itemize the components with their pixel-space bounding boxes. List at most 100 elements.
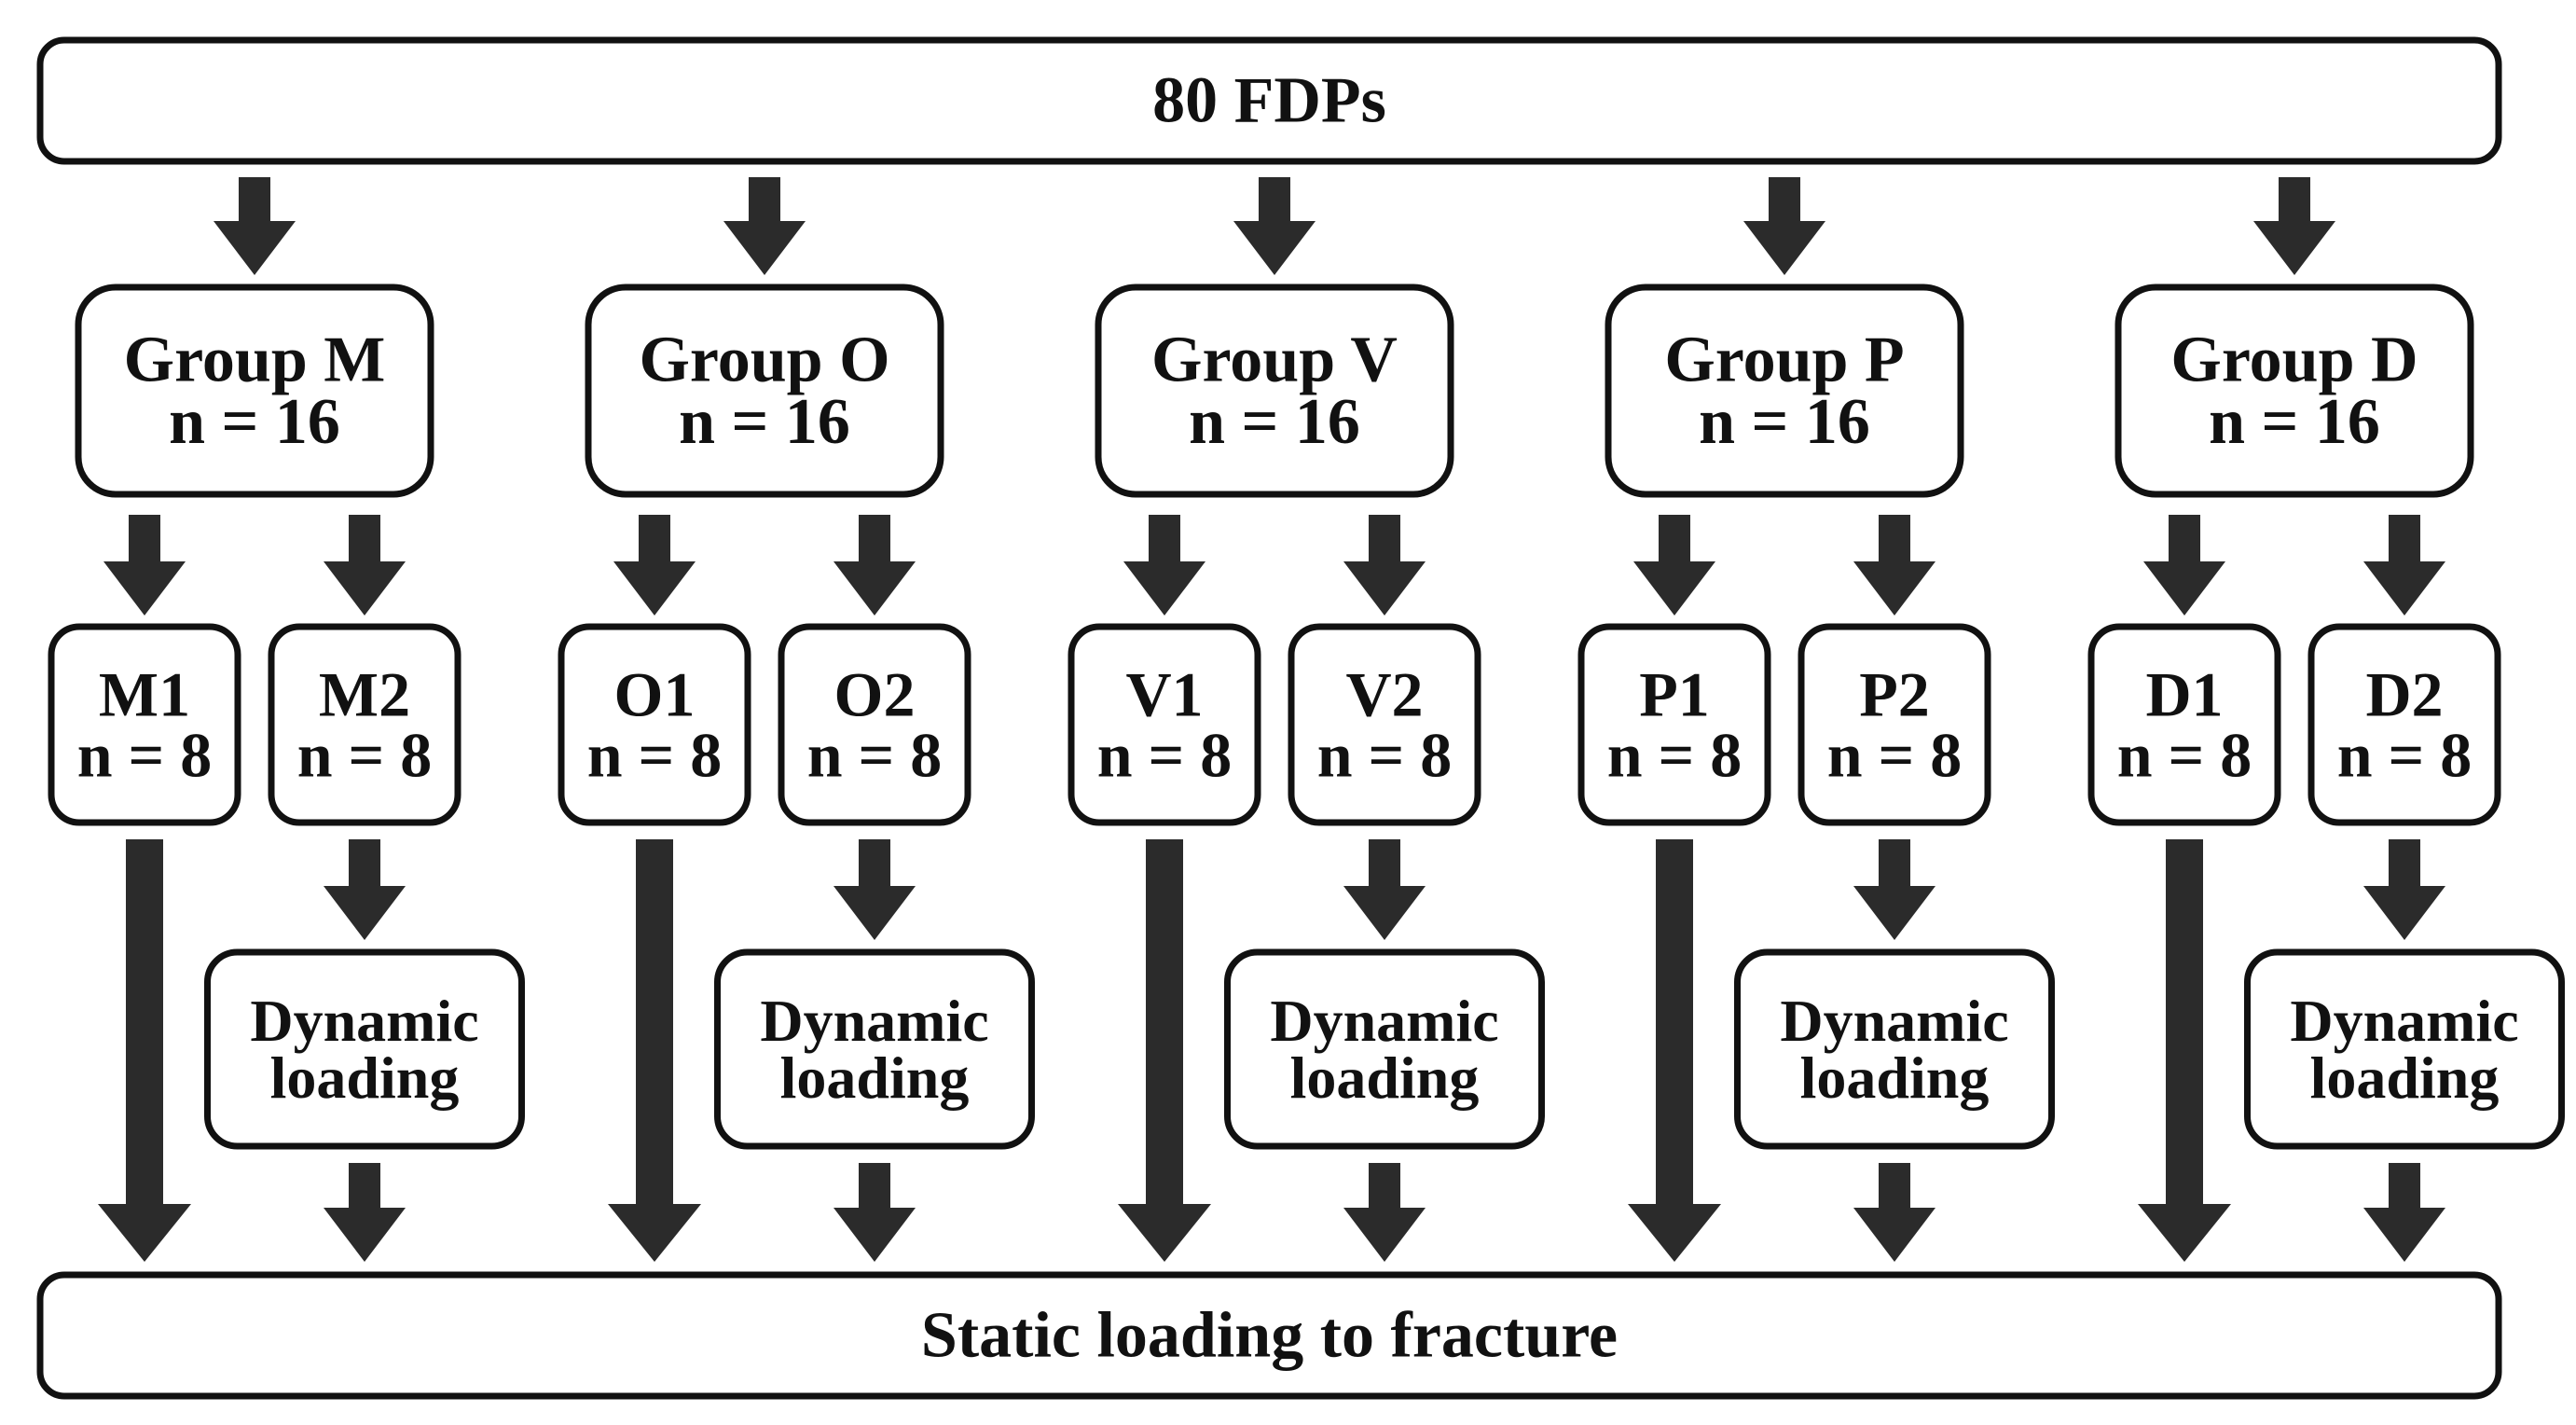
subgroup-m2-box-border: [268, 623, 461, 826]
dynamic-loading-o-box-title: Dynamic: [760, 988, 988, 1054]
arrow-top-to-group-d: [2253, 177, 2335, 275]
dynamic-loading-p-box-border: [1734, 948, 2055, 1150]
arrow-dynamic-d-to-static: [2363, 1163, 2445, 1262]
group-m-box-title: Group M: [124, 324, 386, 395]
arrow-top-to-group-m: [214, 177, 296, 275]
arrow-group-to-d2: [2363, 515, 2445, 616]
subgroup-d1-box-title: D1: [2145, 659, 2223, 730]
dynamic-loading-m-box-count: loading: [270, 1045, 460, 1111]
group-v-box-border: [1095, 284, 1454, 498]
subgroup-p1-box-title: P1: [1639, 659, 1710, 730]
arrow-o1-to-static: [608, 839, 701, 1262]
group-o-box: Group On = 16: [585, 284, 944, 498]
arrow-m2-to-dynamic: [324, 839, 406, 940]
subgroup-d1-box-count: n = 8: [2117, 719, 2252, 790]
dynamic-loading-v-box-border: [1224, 948, 1545, 1150]
bottom-box: Static loading to fracture: [36, 1271, 2502, 1400]
group-o-box-title: Group O: [639, 324, 889, 395]
subgroup-o2-box-title: O2: [834, 659, 916, 730]
arrow-top-to-group-v: [1233, 177, 1316, 275]
group-d-box-border: [2115, 284, 2474, 498]
subgroup-p1-box-border: [1577, 623, 1771, 826]
subgroup-v1-box: V1n = 8: [1068, 623, 1261, 826]
subgroup-d2-box-title: D2: [2365, 659, 2443, 730]
subgroup-d2-box: D2n = 8: [2307, 623, 2501, 826]
arrow-p1-to-static: [1628, 839, 1721, 1262]
top-box-border: [36, 36, 2502, 165]
subgroup-p1-box: P1n = 8: [1577, 623, 1771, 826]
arrow-p2-to-dynamic: [1853, 839, 1935, 940]
subgroup-o2-box: O2n = 8: [778, 623, 971, 826]
subgroup-m1-box-border: [48, 623, 241, 826]
subgroup-o1-box: O1n = 8: [558, 623, 751, 826]
subgroup-v1-box-count: n = 8: [1097, 719, 1233, 790]
dynamic-loading-d-box-title: Dynamic: [2290, 988, 2518, 1054]
arrow-group-to-o1: [613, 515, 696, 616]
group-p-box-border: [1605, 284, 1964, 498]
dynamic-loading-v-box-count: loading: [1290, 1045, 1480, 1111]
group-v-box-count: n = 16: [1189, 386, 1360, 458]
group-m-box: Group Mn = 16: [75, 284, 434, 498]
subgroup-p2-box-count: n = 8: [1827, 719, 1963, 790]
dynamic-loading-p-box-title: Dynamic: [1780, 988, 2008, 1054]
group-d-box-count: n = 16: [2209, 386, 2380, 458]
arrow-group-to-m2: [324, 515, 406, 616]
group-o-box-border: [585, 284, 944, 498]
arrow-v1-to-static: [1118, 839, 1211, 1262]
arrow-group-to-d1: [2143, 515, 2225, 616]
group-m-box-count: n = 16: [169, 386, 340, 458]
bottom-box-border: [36, 1271, 2502, 1400]
subgroup-m1-box-title: M1: [99, 659, 190, 730]
group-p-box: Group Pn = 16: [1605, 284, 1964, 498]
subgroup-p2-box-border: [1798, 623, 1991, 826]
dynamic-loading-m-box-title: Dynamic: [250, 988, 478, 1054]
subgroup-d1-box: D1n = 8: [2087, 623, 2281, 826]
arrow-top-to-group-o: [723, 177, 806, 275]
arrow-top-to-group-p: [1743, 177, 1825, 275]
arrow-o2-to-dynamic: [833, 839, 916, 940]
arrow-group-to-p1: [1633, 515, 1715, 616]
subgroup-p2-box-title: P2: [1859, 659, 1930, 730]
arrow-dynamic-o-to-static: [833, 1163, 916, 1262]
subgroup-p1-box-count: n = 8: [1607, 719, 1743, 790]
arrow-v2-to-dynamic: [1343, 839, 1426, 940]
subgroup-m1-box: M1n = 8: [48, 623, 241, 826]
dynamic-loading-p-box-count: loading: [1800, 1045, 1990, 1111]
group-p-box-title: Group P: [1664, 324, 1904, 395]
subgroup-o2-box-count: n = 8: [807, 719, 943, 790]
subgroup-o1-box-border: [558, 623, 751, 826]
group-d-box-title: Group D: [2170, 324, 2418, 395]
arrow-group-to-m1: [103, 515, 186, 616]
group-v-box: Group Vn = 16: [1095, 284, 1454, 498]
subgroup-d2-box-count: n = 8: [2337, 719, 2473, 790]
arrow-m1-to-static: [98, 839, 191, 1262]
subgroup-o2-box-border: [778, 623, 971, 826]
arrow-group-to-p2: [1853, 515, 1935, 616]
dynamic-loading-d-box-count: loading: [2310, 1045, 2500, 1111]
bottom-box-label: Static loading to fracture: [921, 1300, 1618, 1372]
arrow-d2-to-dynamic: [2363, 839, 2445, 940]
group-o-box-count: n = 16: [679, 386, 850, 458]
subgroup-m1-box-count: n = 8: [77, 719, 213, 790]
arrow-group-to-v2: [1343, 515, 1426, 616]
top-box: 80 FDPs: [36, 36, 2502, 165]
arrow-dynamic-p-to-static: [1853, 1163, 1935, 1262]
subgroup-v2-box-title: V2: [1345, 659, 1423, 730]
arrow-dynamic-v-to-static: [1343, 1163, 1426, 1262]
arrow-d1-to-static: [2138, 839, 2231, 1262]
group-d-box: Group Dn = 16: [2115, 284, 2474, 498]
dynamic-loading-o-box-border: [714, 948, 1035, 1150]
subgroup-o1-box-title: O1: [614, 659, 696, 730]
arrow-group-to-o2: [833, 515, 916, 616]
dynamic-loading-v-box-title: Dynamic: [1270, 988, 1498, 1054]
subgroup-p2-box: P2n = 8: [1798, 623, 1991, 826]
dynamic-loading-d-box-border: [2244, 948, 2565, 1150]
group-m-box-border: [75, 284, 434, 498]
subgroup-v2-box-border: [1288, 623, 1481, 826]
subgroup-o1-box-count: n = 8: [587, 719, 723, 790]
